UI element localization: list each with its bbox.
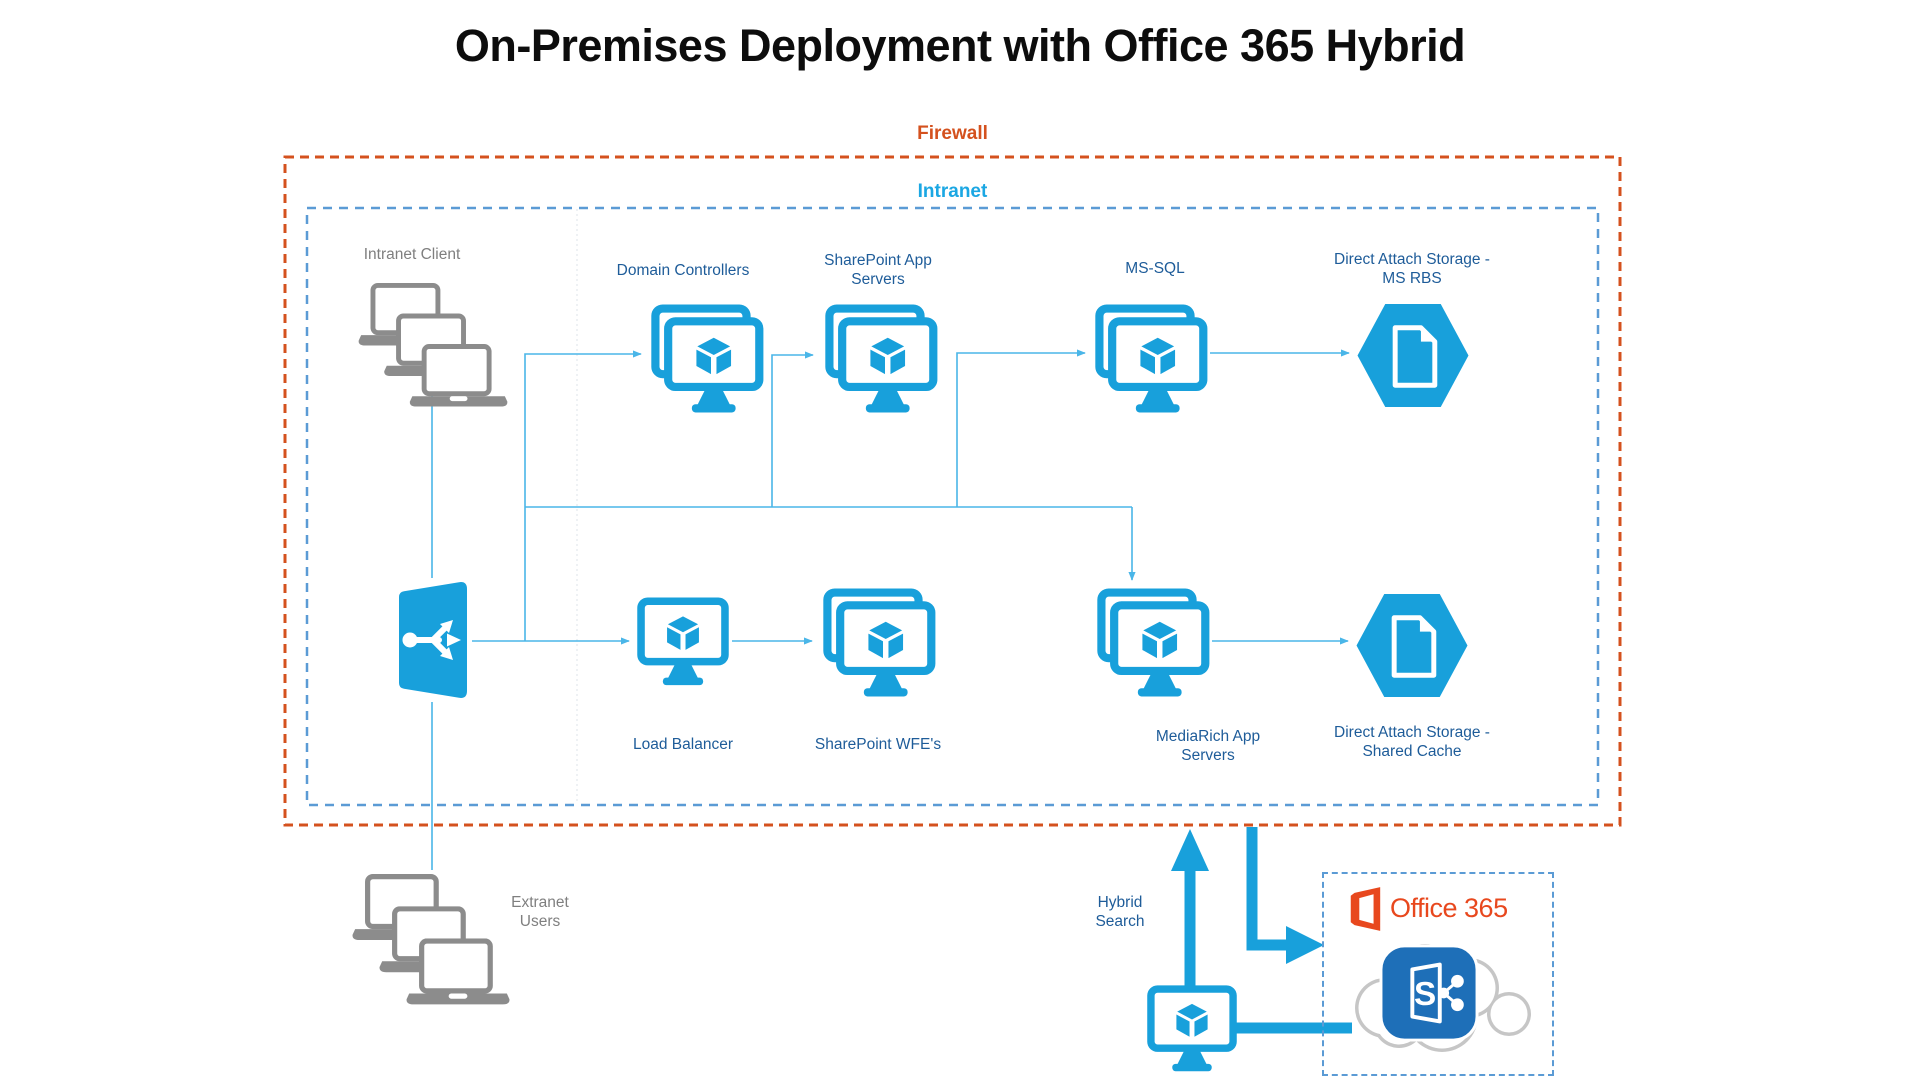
down-right-arrow-shaft [1246,827,1288,951]
extranet-users-laptop-stack-icon [352,874,510,1007]
hybrid-search-label: Hybrid Search [1095,894,1145,930]
domain-controllers-label: Domain Controllers [616,262,750,279]
sharepoint-app-servers-label: SharePoint App Servers [824,252,932,288]
sharepoint-wfes-label: SharePoint WFE's [814,736,942,753]
domain-controllers-server-icon [648,304,774,417]
sharepoint-icon: S [1379,944,1479,1042]
right-arrow-head [1286,926,1324,964]
intranet-client-label: Intranet Client [363,246,461,263]
thin-wires [431,349,1350,870]
sharepoint-app-servers-icon [822,304,948,417]
mediarich-app-servers-label: MediaRich App Servers [1155,728,1261,764]
sharepoint-wfes-server-icon [820,588,946,701]
load-balancer-gateway-icon [399,582,467,698]
intranet-label: Intranet [917,181,988,202]
shared-cache-storage-icon [1356,592,1468,699]
intranet-border [305,206,1600,807]
firewall-label: Firewall [917,123,988,144]
office365-logo-icon [1350,887,1381,931]
hybrid-search-server-icon [1146,984,1238,1073]
ms-sql-server-icon [1092,304,1218,417]
up-arrow-head [1171,829,1209,871]
page-title: On-Premises Deployment with Office 365 H… [454,20,1466,71]
firewall-border [283,155,1622,827]
office365-brand: Office 365 [1390,893,1508,923]
office365-box [1322,872,1554,1076]
hybrid-search-arrows [1171,827,1352,1034]
das-shared-cache-label: Direct Attach Storage - Shared Cache [1334,724,1490,760]
das-ms-rbs-label: Direct Attach Storage - MS RBS [1334,251,1490,287]
load-balancer-server-icon [636,596,730,687]
sharepoint-letter: S [1414,976,1436,1013]
mediarich-server-icon [1094,588,1220,701]
load-balancer-label: Load Balancer [633,736,733,753]
intranet-client-laptop-stack-icon [358,283,508,409]
extranet-users-label: Extranet Users [511,894,569,930]
ms-rbs-storage-icon [1357,302,1469,409]
ms-sql-label: MS-SQL [1125,260,1185,277]
